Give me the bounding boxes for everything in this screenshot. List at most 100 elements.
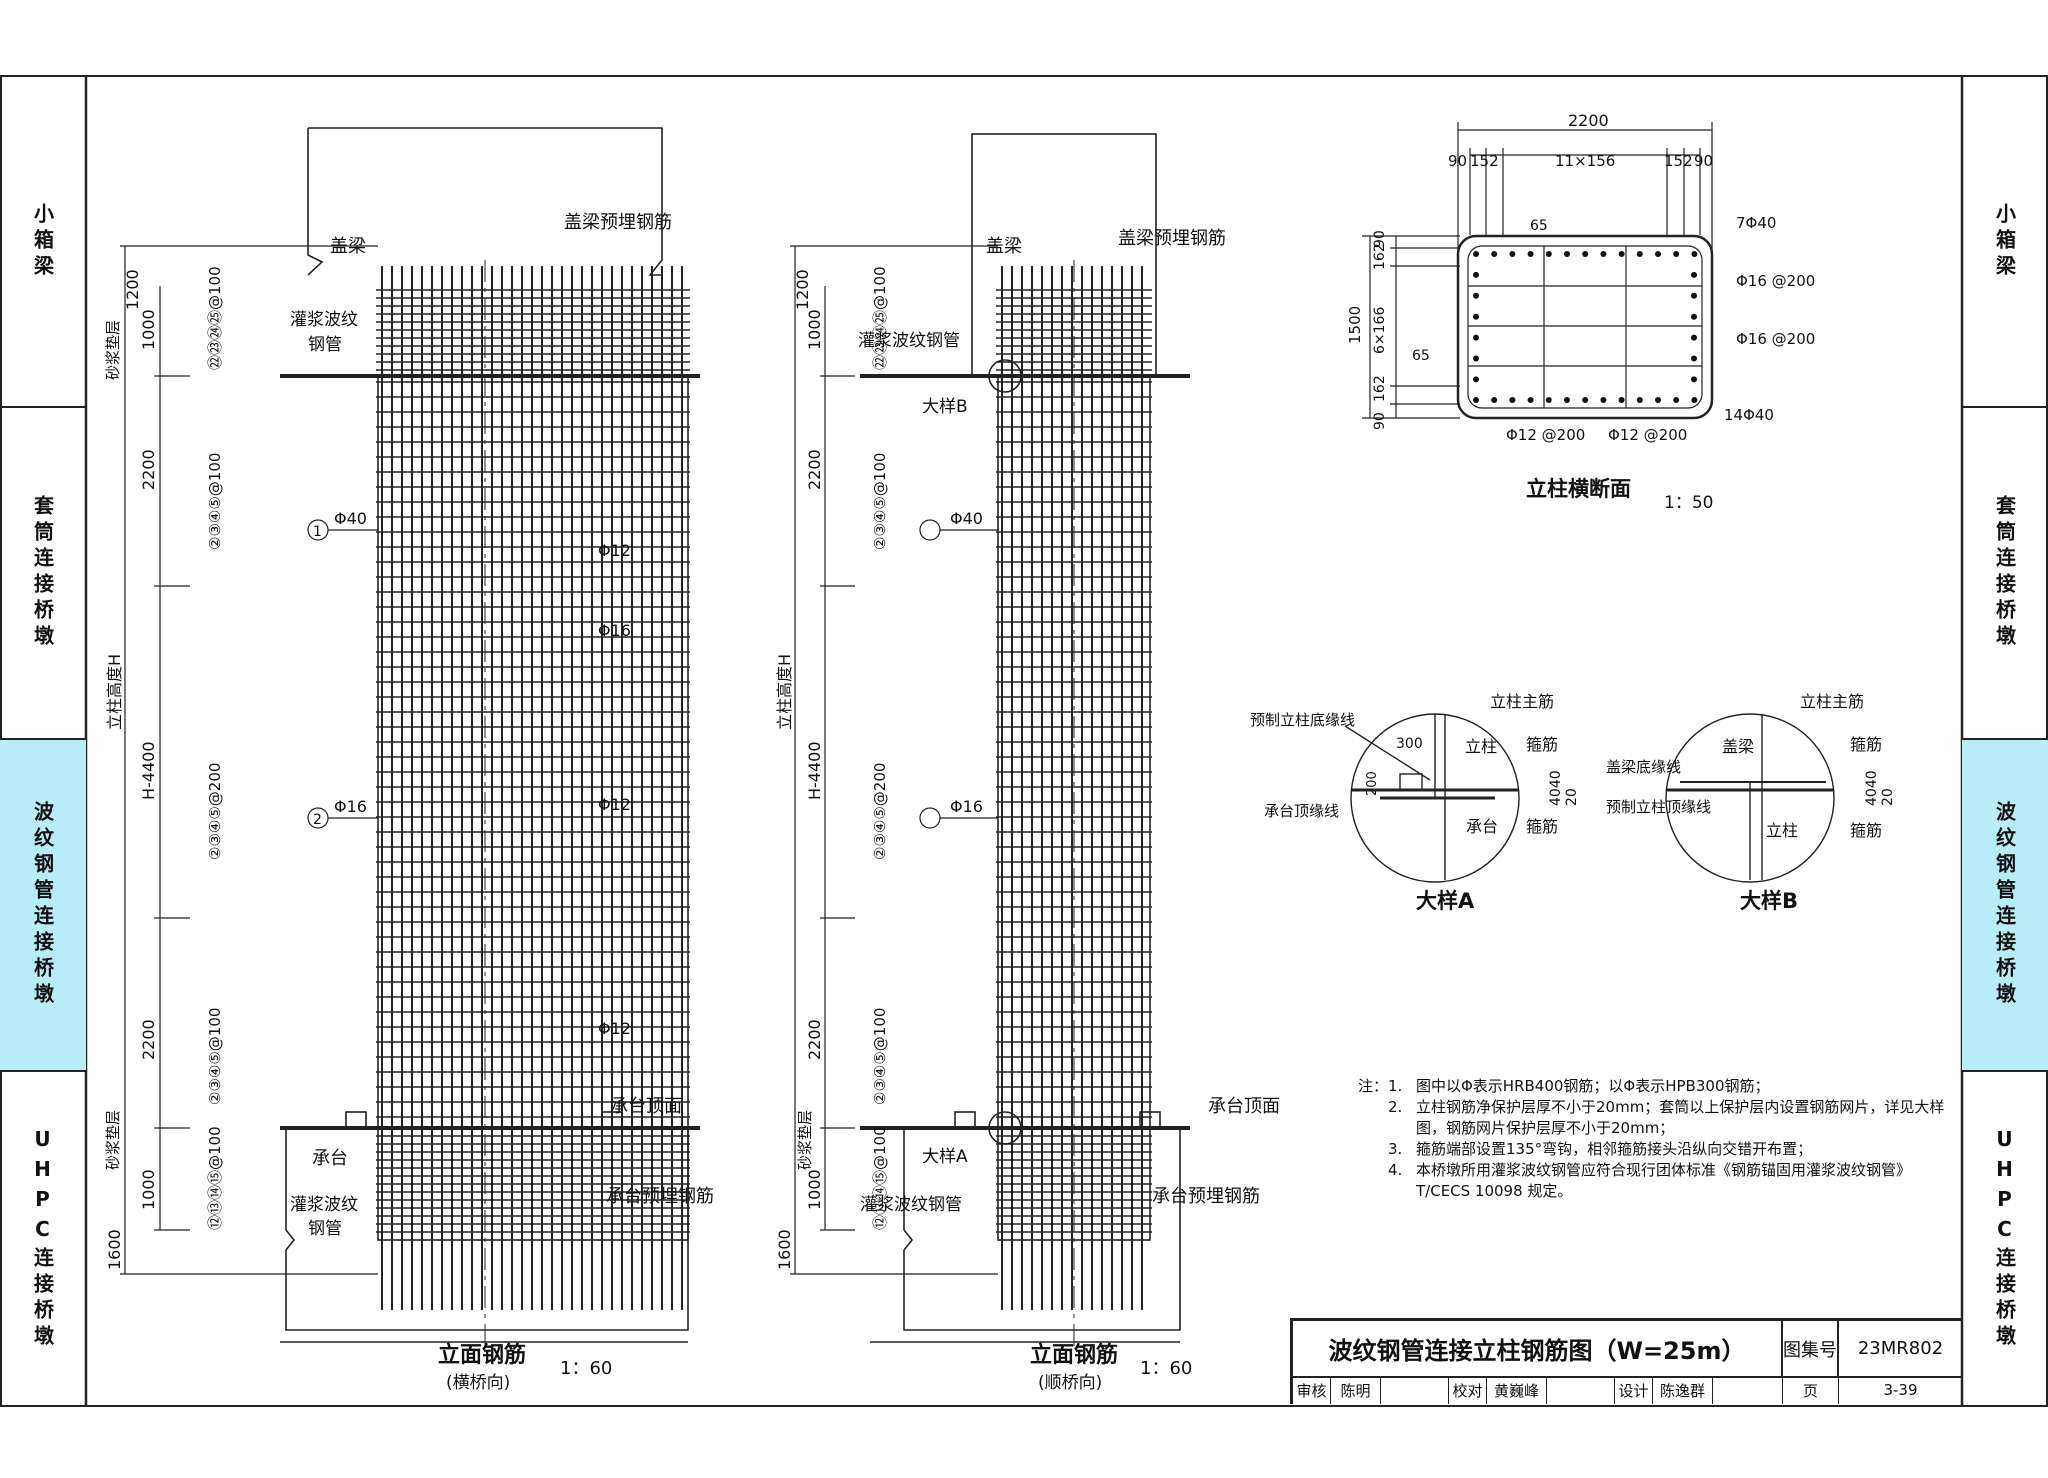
xs-dim-162-bottom: 162 xyxy=(1372,375,1388,402)
da-label-pile-cap: 承台 xyxy=(1466,817,1498,836)
page-number: 3-39 xyxy=(1883,1381,1918,1399)
rebar-dot xyxy=(1691,334,1697,341)
db-title: 大样B xyxy=(1740,889,1798,913)
da-label-cap-top-edge: 承台顶缘线 xyxy=(1264,802,1339,820)
checker-name: 黄巍峰 xyxy=(1487,1376,1547,1404)
rebar-dot xyxy=(1636,251,1643,257)
elevation-transverse: 1200 1000 2200 H-4400 2200 1000 1600 立柱高… xyxy=(104,127,714,1393)
side-tab-uhpc-pier-right[interactable]: UHPC连接桥墩 xyxy=(1992,1127,2017,1351)
r-bar-spec-1: Φ40 xyxy=(950,509,983,528)
rebar-dot xyxy=(1545,397,1552,403)
r-label-cap-embed: 盖梁预埋钢筋 xyxy=(1118,228,1226,249)
atlas-number: 23MR802 xyxy=(1857,1338,1944,1359)
side-tab-sleeve-pier-right[interactable]: 套筒连接桥墩 xyxy=(1962,408,2048,740)
review-label: 审核 xyxy=(1293,1376,1331,1404)
label-pile-cap-top: 承台顶面 xyxy=(610,1096,682,1117)
stirrup-group-3: ②③④⑤@200 xyxy=(206,763,224,860)
rebar-dot xyxy=(1564,251,1570,257)
xs-callout-16-a: Φ16 @200 xyxy=(1736,272,1815,290)
dim-h-4400: H-4400 xyxy=(139,741,158,800)
label-mortar-bottom: 砂浆垫层 xyxy=(104,1110,122,1170)
design-label: 设计 xyxy=(1615,1376,1653,1404)
xs-callout-14-40: 14Φ40 xyxy=(1724,406,1774,424)
r-label-detail-a: 大样A xyxy=(922,1147,968,1167)
xs-callout-7-40: 7Φ40 xyxy=(1736,214,1776,232)
rebar-dot xyxy=(1473,251,1479,257)
rebar-dot xyxy=(1600,251,1607,257)
rebar-dot xyxy=(1655,251,1661,257)
r-stirrup-group-4: ②③④⑤@100 xyxy=(871,1008,889,1105)
elev-left-scale: 1：60 xyxy=(560,1358,612,1379)
elev-left-title: 立面钢筋 xyxy=(438,1342,526,1368)
rebar-dot xyxy=(1636,397,1643,403)
side-tab-small-box-girder-right[interactable]: 小箱梁 xyxy=(1962,78,2048,408)
side-tab-corrugated-pier-right[interactable]: 波纹钢管连接桥墩 xyxy=(1962,740,2048,1072)
bar-spec-1: Φ40 xyxy=(334,509,367,528)
check-label: 校对 xyxy=(1449,1376,1487,1404)
bar-spec-2: Φ16 xyxy=(334,797,367,816)
rebar-dot xyxy=(1673,251,1680,257)
reviewer-signature xyxy=(1381,1376,1449,1404)
xs-dim-90-a: 90 xyxy=(1448,152,1467,170)
note-4: 本桥墩所用灌浆波纹钢管应符合现行团体标准《钢筋锚固用灌浆波纹钢管》T/CECS … xyxy=(1416,1161,1912,1200)
label-cap-embed: 盖梁预埋钢筋 xyxy=(564,212,672,233)
detail-a: 预制立柱底缘线 立柱主筋 立柱 箍筋 300 200 承台顶缘线 承台 箍筋 4… xyxy=(1250,692,1580,913)
rebar-dot xyxy=(1564,397,1570,403)
stirrup-group-2: ②③④⑤@100 xyxy=(206,453,224,550)
r-label-grout-duct-top: 灌浆波纹钢管 xyxy=(858,331,960,351)
rebar-dot xyxy=(1691,355,1697,362)
db-label-stirrup-a: 箍筋 xyxy=(1850,735,1882,754)
rebar-dot xyxy=(1473,292,1479,299)
note-1: 图中以Φ表示HRB400钢筋；以Φ表示HPB300钢筋； xyxy=(1416,1077,1770,1095)
rebar-dot xyxy=(1473,313,1479,320)
db-label-4040: 4040 xyxy=(1864,770,1880,806)
cross-section: 2200 90 152 11×156 152 90 90 162 6×166 1… xyxy=(1346,111,1815,513)
db-label-main-bar: 立柱主筋 xyxy=(1800,692,1864,711)
page-label: 页 xyxy=(1783,1376,1839,1404)
atlas-label: 图集号 xyxy=(1783,1321,1839,1376)
xs-dim-162-top: 162 xyxy=(1372,243,1388,270)
rebar-dot xyxy=(1673,397,1680,403)
label-cap-beam: 盖梁 xyxy=(330,236,366,257)
da-label-stirrup-a: 箍筋 xyxy=(1526,735,1558,754)
side-tab-sleeve-pier[interactable]: 套筒连接桥墩 xyxy=(0,408,86,740)
notes: 注：1.图中以Φ表示HRB400钢筋；以Φ表示HPB300钢筋； 2.立柱钢筋净… xyxy=(1358,1076,1948,1202)
rebar-dot xyxy=(1509,251,1516,257)
rebar-dot xyxy=(1618,397,1625,403)
da-label-20: 20 xyxy=(1564,788,1580,806)
xs-dim-6x166: 6×166 xyxy=(1372,307,1388,354)
da-label-column: 立柱 xyxy=(1465,737,1497,756)
r-dim-2200-bottom: 2200 xyxy=(805,1019,824,1060)
r-dim-1000-bottom: 1000 xyxy=(805,1169,824,1210)
bar-mark-2: 2 xyxy=(313,812,322,828)
db-label-beam-bottom-edge: 盖梁底缘线 xyxy=(1606,758,1681,776)
elev-right-title: 立面钢筋 xyxy=(1030,1342,1118,1368)
side-tab-corrugated-pier[interactable]: 波纹钢管连接桥墩 xyxy=(0,740,86,1072)
r-label-detail-b: 大样B xyxy=(922,397,968,417)
stirrup-group-4: ②③④⑤@100 xyxy=(206,1008,224,1105)
r-dim-1000-top: 1000 xyxy=(805,309,824,350)
r-bar-spec-2: Φ16 xyxy=(950,797,983,816)
bar-mark-1: 1 xyxy=(313,524,322,540)
r-label-cap-beam: 盖梁 xyxy=(986,236,1022,257)
db-label-20: 20 xyxy=(1880,788,1896,806)
side-tab-small-box-girder[interactable]: 小箱梁 xyxy=(0,78,86,408)
rebar-dot xyxy=(1600,397,1607,403)
stirrup-group-top: ㉒㉓㉔㉕@100 xyxy=(206,266,224,370)
xs-dim-2200: 2200 xyxy=(1568,111,1609,130)
rebar-dot xyxy=(1691,292,1697,299)
dim-2200-bottom: 2200 xyxy=(139,1019,158,1060)
rebar-dot xyxy=(1655,397,1661,403)
r-label-mortar-bottom: 砂浆垫层 xyxy=(796,1110,814,1170)
r-label-cap-embed-bottom: 承台预埋钢筋 xyxy=(1152,1186,1260,1207)
xs-dim-152-b: 152 xyxy=(1664,152,1693,170)
xs-dim-90-bottom: 90 xyxy=(1372,412,1388,430)
detail-b: 立柱主筋 盖梁 盖梁底缘线 箍筋 预制立柱顶缘线 立柱 箍筋 4040 20 大… xyxy=(1606,692,1896,913)
da-label-stirrup-b: 箍筋 xyxy=(1526,817,1558,836)
side-tab-uhpc-pier[interactable]: UHPC连接桥墩 xyxy=(30,1127,55,1351)
r-stirrup-group-2: ②③④⑤@100 xyxy=(871,453,889,550)
label-column-height: 立柱高度H xyxy=(105,654,124,730)
note-2: 立柱钢筋净保护层厚不小于20mm；套筒以上保护层内设置钢筋网片，详见大样图，钢筋… xyxy=(1416,1098,1945,1137)
r-label-column-height: 立柱高度H xyxy=(775,654,794,730)
db-label-stirrup-b: 箍筋 xyxy=(1850,821,1882,840)
